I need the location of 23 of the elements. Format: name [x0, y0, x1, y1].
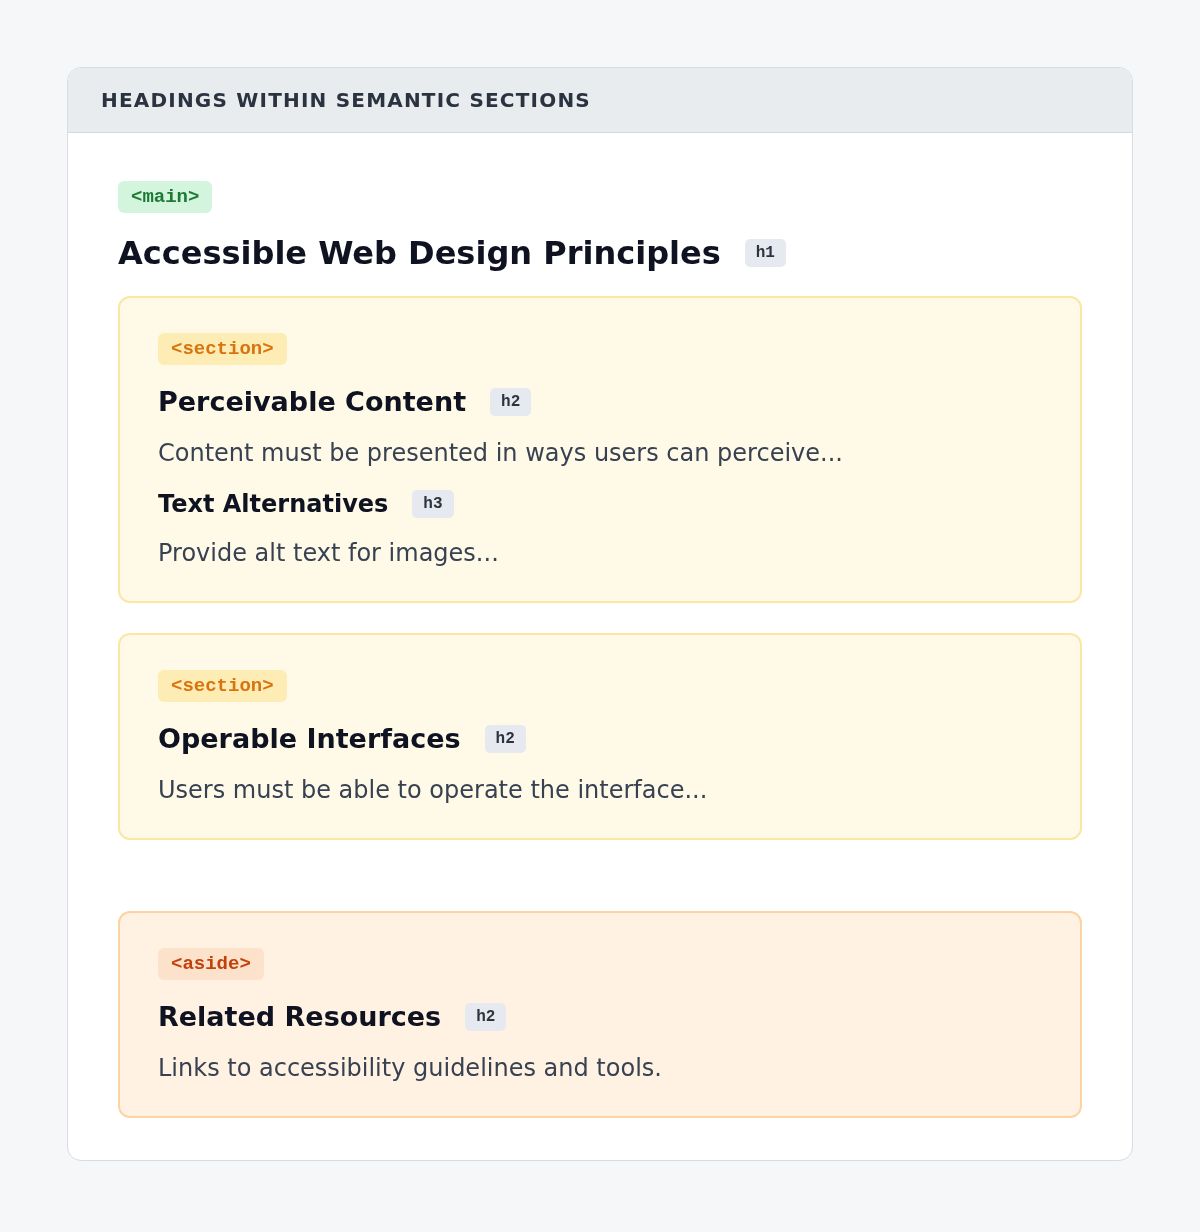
subsection-heading: Text Alternatives	[158, 489, 389, 520]
card-panel	[67, 67, 1133, 1161]
body-text: Users must be able to operate the interface...	[158, 775, 708, 806]
heading-level-tag: h1	[744, 239, 786, 267]
element-tag: <main>	[118, 181, 213, 213]
element-tag: <section>	[158, 670, 287, 702]
heading-level-tag: h2	[465, 1003, 507, 1031]
element-tag: <section>	[158, 333, 287, 365]
aside-card	[118, 911, 1082, 1118]
section-heading: Related Resources	[158, 1000, 442, 1034]
element-tag: <aside>	[158, 948, 264, 980]
panel-title: HEADINGS WITHIN SEMANTIC SECTIONS	[101, 88, 591, 112]
body-text: Links to accessibility guidelines and tools.	[158, 1053, 662, 1084]
page-heading: Accessible Web Design Principles	[118, 233, 721, 274]
section-card	[118, 633, 1082, 840]
section-heading: Perceivable Content	[158, 385, 467, 419]
heading-level-tag: h2	[490, 388, 532, 416]
body-text: Provide alt text for images...	[158, 538, 499, 569]
body-text: Content must be presented in ways users can perceive...	[158, 438, 843, 469]
heading-level-tag: h3	[412, 490, 454, 518]
heading-level-tag: h2	[484, 725, 526, 753]
section-heading: Operable Interfaces	[158, 722, 461, 756]
section-card	[118, 296, 1082, 603]
